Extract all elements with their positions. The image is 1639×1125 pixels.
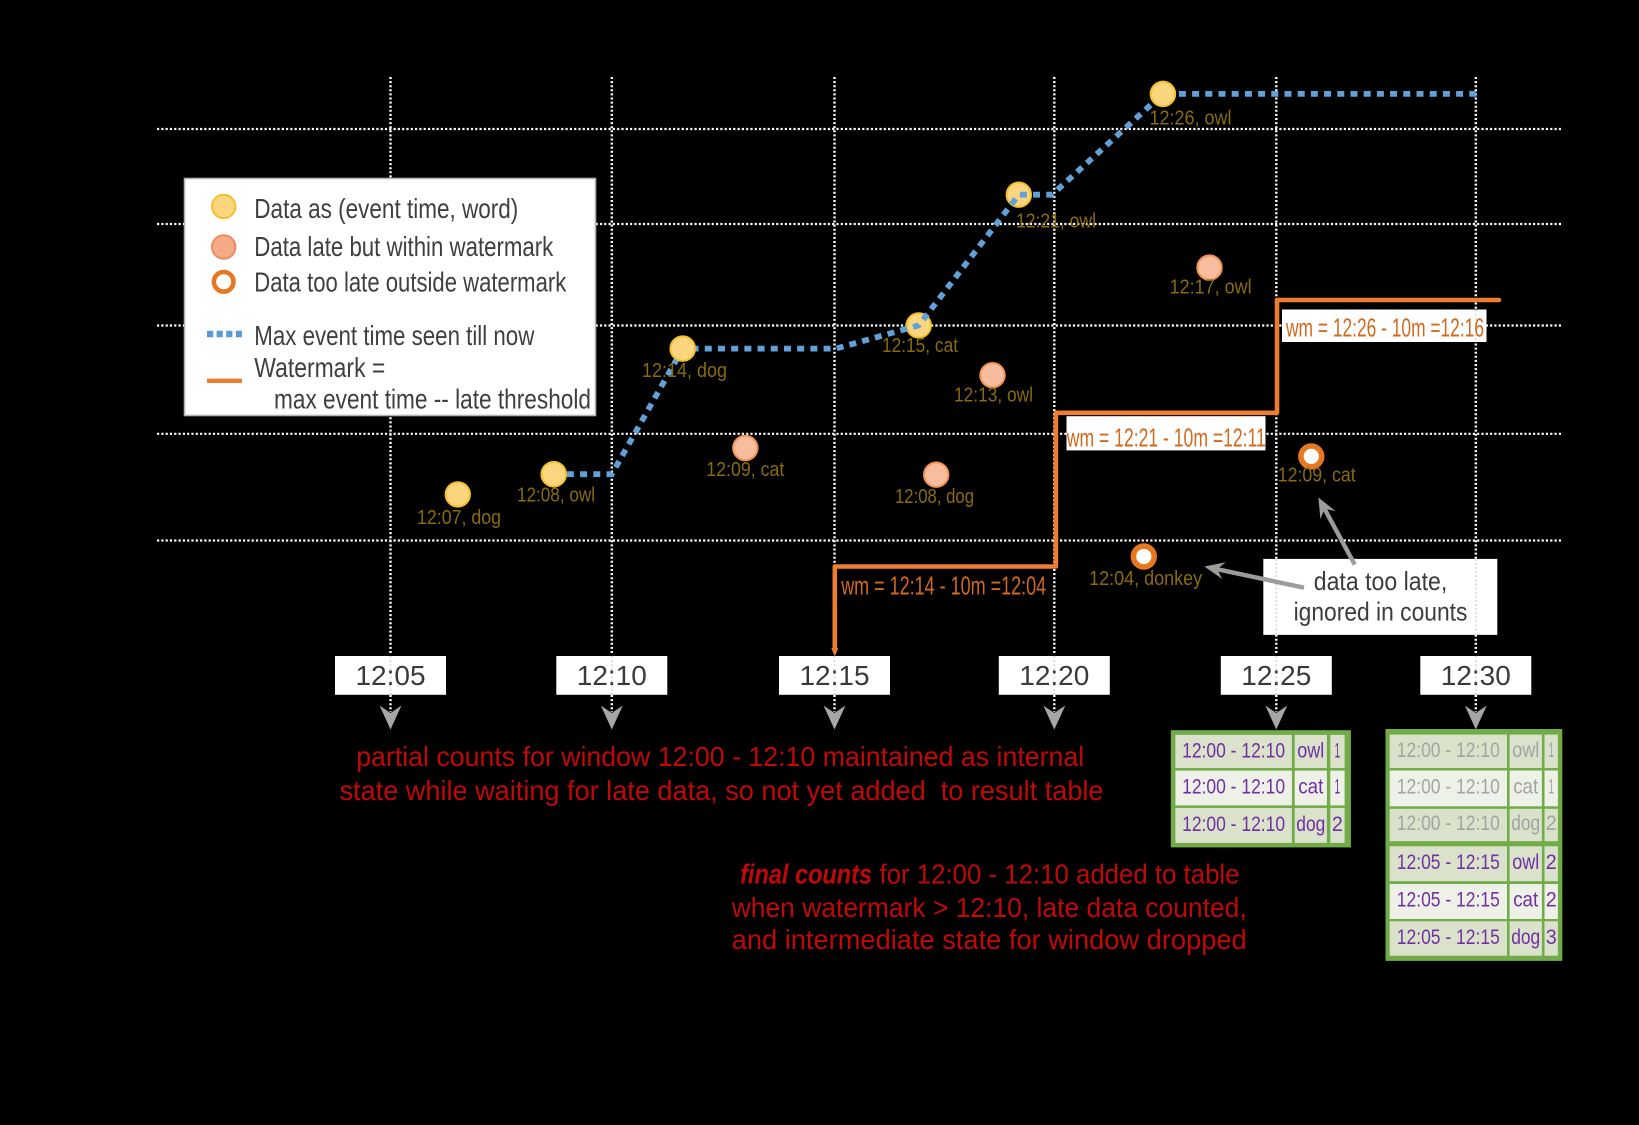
svg-text:dog: dog (1511, 925, 1540, 949)
svg-text:12:05 - 12:15: 12:05 - 12:15 (1397, 850, 1500, 874)
svg-text:12:20: 12:20 (1019, 660, 1089, 691)
svg-text:12:00 - 12:10: 12:00 - 12:10 (1397, 811, 1500, 835)
svg-text:12:17, owl: 12:17, owl (1170, 277, 1252, 299)
svg-text:12:26, owl: 12:26, owl (1150, 108, 1232, 130)
svg-text:Max event time seen till now: Max event time seen till now (254, 320, 535, 351)
svg-text:Data as (event time, word): Data as (event time, word) (254, 193, 518, 224)
svg-text:12:08, dog: 12:08, dog (895, 486, 974, 508)
svg-text:1: 1 (1548, 738, 1554, 762)
svg-text:12:00 - 12:10: 12:00 - 12:10 (1182, 738, 1285, 762)
svg-text:cat: cat (1513, 888, 1538, 912)
svg-text:12:13, owl: 12:13, owl (954, 385, 1033, 407)
svg-text:partial counts for window 12:0: partial counts for window 12:00 - 12:10 … (356, 741, 1084, 772)
svg-text:12:00 - 12:10: 12:00 - 12:10 (1397, 738, 1500, 762)
svg-text:state while waiting for late d: state while waiting for late data, so no… (340, 775, 1104, 806)
svg-text:1: 1 (1335, 775, 1341, 799)
svg-text:2: 2 (1546, 850, 1557, 874)
svg-text:3: 3 (1546, 925, 1557, 949)
svg-text:max event time -- late thresho: max event time -- late threshold (274, 384, 591, 415)
svg-text:and intermediate state for win: and intermediate state for window droppe… (732, 924, 1247, 955)
svg-text:Data late but within watermark: Data late but within watermark (254, 231, 554, 262)
svg-text:wm = 12:14 - 10m =12:04: wm = 12:14 - 10m =12:04 (841, 571, 1047, 601)
svg-text:12:00 - 12:10: 12:00 - 12:10 (1182, 812, 1285, 836)
svg-text:cat: cat (1298, 775, 1323, 799)
svg-text:owl: owl (1512, 738, 1539, 762)
svg-text:2: 2 (1546, 811, 1557, 835)
svg-text:12:05 - 12:15: 12:05 - 12:15 (1397, 888, 1500, 912)
svg-text:12:04, donkey: 12:04, donkey (1089, 568, 1202, 590)
svg-text:owl: owl (1512, 850, 1539, 874)
svg-text:dog: dog (1511, 811, 1540, 835)
svg-text:ignored in counts: ignored in counts (1294, 596, 1468, 626)
svg-text:wm = 12:26 - 10m =12:16: wm = 12:26 - 10m =12:16 (1285, 313, 1484, 343)
svg-text:12:10: 12:10 (577, 660, 647, 691)
svg-text:cat: cat (1513, 775, 1538, 799)
svg-text:Data too late outside watermar: Data too late outside watermark (254, 267, 567, 298)
svg-text:wm = 12:21 - 10m =12:11: wm = 12:21 - 10m =12:11 (1066, 423, 1266, 453)
svg-text:12:09, cat: 12:09, cat (1278, 465, 1356, 487)
svg-text:12:14, dog: 12:14, dog (642, 360, 727, 382)
svg-text:1: 1 (1335, 738, 1341, 762)
svg-text:data too late,: data too late, (1314, 566, 1448, 596)
svg-text:12:21, owl: 12:21, owl (1016, 211, 1096, 233)
svg-text:12:30: 12:30 (1441, 660, 1511, 691)
svg-text:12:07, dog: 12:07, dog (417, 507, 501, 529)
svg-text:2: 2 (1546, 888, 1557, 912)
svg-text:12:05 - 12:15: 12:05 - 12:15 (1397, 925, 1500, 949)
svg-text:1: 1 (1548, 775, 1554, 799)
svg-text:12:15, cat: 12:15, cat (882, 335, 958, 357)
svg-text:12:08, owl: 12:08, owl (517, 485, 595, 507)
svg-text:12:00 - 12:10: 12:00 - 12:10 (1397, 775, 1500, 799)
svg-text:12:15: 12:15 (799, 660, 869, 691)
svg-text:Watermark =: Watermark = (254, 352, 385, 383)
svg-text:owl: owl (1297, 738, 1324, 762)
svg-text:12:00 - 12:10: 12:00 - 12:10 (1182, 775, 1285, 799)
svg-text:12:09, cat: 12:09, cat (706, 459, 784, 481)
svg-text:2: 2 (1332, 812, 1343, 836)
svg-text:12:05: 12:05 (355, 660, 425, 691)
svg-text:final counts: final counts (740, 859, 872, 890)
svg-text:when watermark > 12:10, late d: when watermark > 12:10, late data counte… (731, 892, 1247, 923)
svg-text:12:25: 12:25 (1241, 660, 1311, 691)
svg-text:dog: dog (1296, 812, 1325, 836)
svg-text:for 12:00 - 12:10 added to tab: for 12:00 - 12:10 added to table (880, 859, 1240, 890)
